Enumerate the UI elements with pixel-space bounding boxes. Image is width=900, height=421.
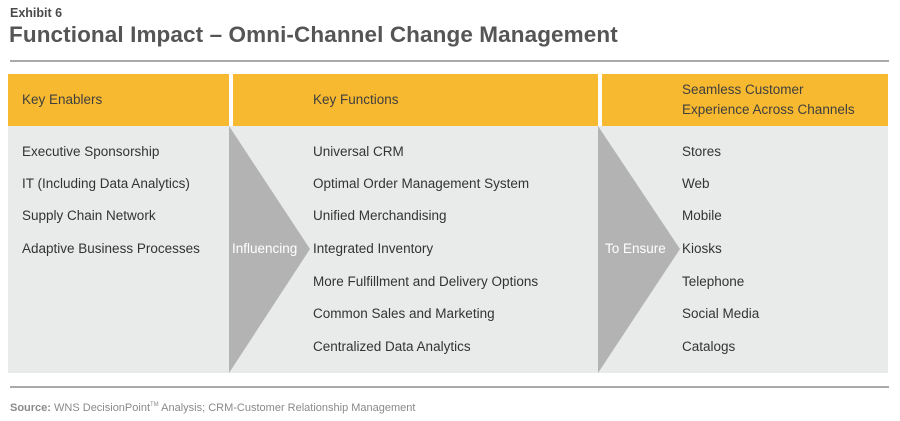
channel-item: Telephone [682,274,745,289]
top-divider [10,60,889,62]
enabler-item: Executive Sponsorship [22,144,160,159]
trademark-mark: TM [150,402,159,408]
influencing-label: Influencing [232,241,298,256]
header-label-key-functions: Key Functions [313,92,399,107]
bottom-divider [10,386,889,388]
channel-item: Stores [682,144,722,159]
header-key-enablers [8,74,229,126]
function-item: More Fulfillment and Delivery Options [313,274,539,289]
header-label-seamless-line-1: Seamless Customer [682,82,804,97]
enabler-item: Supply Chain Network [22,208,156,223]
source-text-part-2: Analysis; CRM-Customer Relationship Mana… [158,402,416,414]
influencing-arrow-shape [229,126,310,373]
to-ensure-label: To Ensure [605,241,666,256]
enabler-item: Adaptive Business Processes [22,241,200,256]
body-key-enablers [8,126,229,373]
to-ensure-arrow-shape [598,126,680,373]
header-key-functions [233,74,598,126]
function-item: Universal CRM [313,144,404,159]
channel-item: Social Media [682,306,760,321]
function-item: Centralized Data Analytics [313,339,471,354]
source-note: Source: WNS DecisionPointTM Analysis; CR… [10,402,415,414]
channel-item: Kiosks [682,241,722,256]
page-title: Functional Impact – Omni-Channel Change … [9,22,618,47]
header-label-key-enablers: Key Enablers [22,92,103,107]
function-item: Optimal Order Management System [313,176,530,191]
header-label-seamless-line-2: Experience Across Channels [682,102,855,117]
enabler-item: IT (Including Data Analytics) [22,176,190,191]
channel-item: Catalogs [682,339,736,354]
exhibit-label: Exhibit 6 [10,6,63,20]
header-seamless-experience [602,74,888,126]
function-item: Unified Merchandising [313,208,447,223]
function-item: Common Sales and Marketing [313,306,495,321]
channel-item: Mobile [682,208,722,223]
channel-item: Web [682,176,710,191]
source-label: Source: [10,402,51,414]
source-text-part-1: WNS DecisionPoint [50,402,151,414]
function-item: Integrated Inventory [313,241,434,256]
